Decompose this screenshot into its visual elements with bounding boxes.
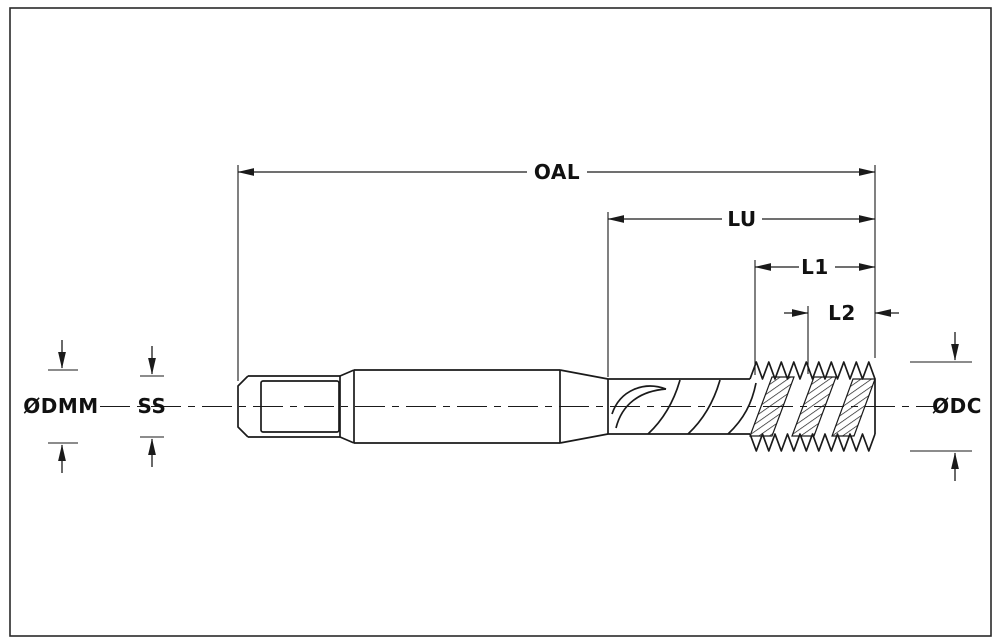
dimension-dc: ØDC <box>910 332 982 481</box>
shank <box>353 369 561 444</box>
flute-runout-curve-upper <box>611 385 667 415</box>
spiral-flute-line-2 <box>687 379 721 435</box>
taper-neck <box>559 369 609 444</box>
dimension-l1: L1 <box>754 255 876 375</box>
square-left-chamfer <box>237 375 249 438</box>
thread-hatch-band-3 <box>831 378 876 437</box>
thread-hatch-band-1 <box>749 376 795 437</box>
square-flat-face <box>260 380 340 433</box>
thread-teeth-bottom <box>749 433 876 452</box>
dim-label-dc: ØDC <box>932 394 982 418</box>
taper-bottom-edge <box>559 433 609 444</box>
thread-teeth-top <box>749 361 876 380</box>
taper-top-edge <box>559 369 609 380</box>
flute-section <box>608 378 757 435</box>
dim-label-oal: OAL <box>534 160 580 184</box>
tap-tool-drawing <box>237 361 876 452</box>
dimension-oal: OAL <box>237 160 876 381</box>
dim-label-l1: L1 <box>801 255 829 279</box>
border-frame <box>9 7 992 637</box>
spiral-flute-line-3 <box>727 382 757 435</box>
dim-label-lu: LU <box>727 207 756 231</box>
spiral-flute-line-1 <box>647 379 681 435</box>
thread-section <box>749 361 876 452</box>
square-shank-chamfer-top <box>339 369 355 377</box>
square-drive-end <box>237 369 355 444</box>
dimension-l2: L2 <box>784 301 899 374</box>
dimension-lu: LU <box>607 207 876 377</box>
dimension-dmm: ØDMM <box>23 340 98 473</box>
flute-runout-curve-lower <box>615 388 667 429</box>
square-shank-chamfer-bottom <box>339 436 355 444</box>
dimension-ss: SS <box>138 346 167 467</box>
dim-label-ss: SS <box>138 394 167 418</box>
dim-label-l2: L2 <box>828 301 856 325</box>
dim-label-dmm: ØDMM <box>23 394 98 418</box>
